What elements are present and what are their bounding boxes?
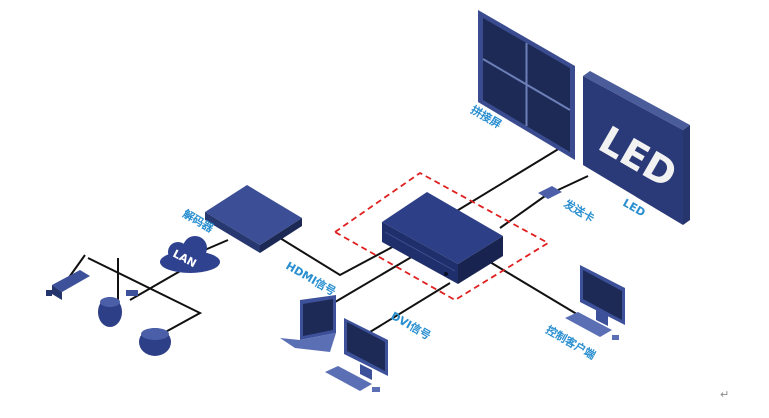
laptop-icon xyxy=(280,295,336,352)
decoder-icon xyxy=(205,185,302,253)
connection-lines xyxy=(59,144,591,336)
video-wall-icon xyxy=(478,10,575,160)
client-computer-icon xyxy=(565,265,625,340)
lan-cloud-icon: LAN xyxy=(160,236,220,273)
main-controller-device xyxy=(382,192,503,284)
line-sendcard xyxy=(499,175,589,229)
line-dvi-monitor xyxy=(369,282,451,333)
line-videowall xyxy=(454,144,566,213)
label-sending-card: 发送卡 xyxy=(561,196,597,225)
label-dvi: DVI信号 xyxy=(389,308,434,342)
bullet-camera-icon xyxy=(46,270,90,300)
line-decoder-hdmi xyxy=(279,237,399,277)
return-mark: ↵ xyxy=(720,388,729,401)
led-panel-icon: LED xyxy=(583,71,690,225)
line-laptop xyxy=(329,251,421,306)
ptz-camera-icon xyxy=(98,290,138,327)
line-lan-cameras xyxy=(59,254,203,336)
desktop-monitor-icon xyxy=(325,318,388,392)
sending-card-icon xyxy=(538,186,562,199)
line-client xyxy=(489,261,591,323)
label-hdmi: HDMI信号 xyxy=(284,258,339,298)
highlight-dashed-box xyxy=(333,171,550,302)
dome-camera-icon xyxy=(139,328,171,356)
